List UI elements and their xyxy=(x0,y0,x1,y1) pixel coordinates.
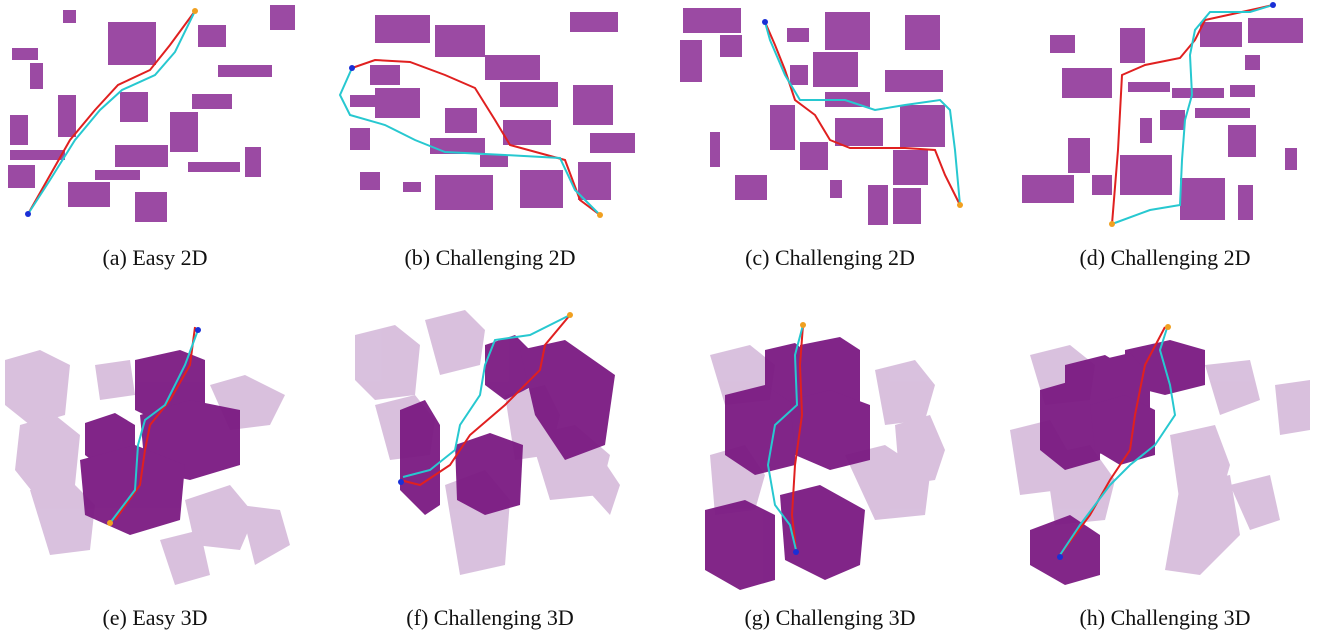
path-cyan xyxy=(338,67,601,216)
goal-point xyxy=(1165,324,1171,330)
start-point xyxy=(1057,554,1063,560)
panel-e-easy-3d xyxy=(0,305,310,590)
panel-f-scene xyxy=(355,310,620,575)
obstacles xyxy=(680,8,945,225)
start-point xyxy=(195,327,201,333)
caption-b: (b) Challenging 2D xyxy=(404,245,576,270)
caption-a: (a) Easy 2D xyxy=(102,245,208,270)
panel-g-challenging-3d xyxy=(700,305,1010,590)
panel-a-scene xyxy=(8,5,295,222)
panel-c-scene xyxy=(680,8,963,225)
obstacles xyxy=(350,12,635,210)
caption-h: (h) Challenging 3D xyxy=(1079,605,1251,630)
solid-obstacles xyxy=(400,335,615,515)
panel-h-scene xyxy=(1010,324,1310,585)
caption-f: (f) Challenging 3D xyxy=(406,605,574,630)
path-red xyxy=(399,314,571,487)
solid-obstacles xyxy=(80,350,240,535)
goal-point xyxy=(567,312,573,318)
path-cyan xyxy=(109,329,199,524)
goal-point xyxy=(107,520,113,526)
panel-f-challenging-3d xyxy=(345,305,655,590)
path-cyan xyxy=(27,10,196,215)
obstacles xyxy=(1022,18,1303,220)
path-cyan xyxy=(764,21,961,206)
goal-point xyxy=(957,202,963,208)
panel-a-easy-2d xyxy=(0,0,310,235)
path-red xyxy=(351,58,601,216)
path-cyan xyxy=(1059,324,1177,556)
caption-d: (d) Challenging 2D xyxy=(1079,245,1251,270)
panel-g-scene xyxy=(705,322,945,590)
path-cyan xyxy=(1111,4,1274,225)
panel-h-challenging-3d xyxy=(1010,305,1320,590)
caption-e: (e) Easy 3D xyxy=(102,605,208,630)
panel-d-challenging-2d xyxy=(1010,0,1320,235)
goal-point xyxy=(597,212,603,218)
ghost-obstacles xyxy=(5,350,290,585)
path-red xyxy=(1059,326,1166,556)
path-cyan xyxy=(402,314,571,478)
start-point xyxy=(398,479,404,485)
path-cyan xyxy=(766,324,804,551)
solid-obstacles xyxy=(1030,340,1205,585)
panel-b-scene xyxy=(338,12,635,218)
start-point xyxy=(793,549,799,555)
start-point xyxy=(1270,2,1276,8)
path-red xyxy=(764,21,961,206)
panel-d-scene xyxy=(1022,2,1303,227)
panel-c-challenging-2d xyxy=(675,0,985,235)
goal-point xyxy=(1109,221,1115,227)
path-red xyxy=(27,10,196,215)
obstacles xyxy=(8,5,295,222)
path-red xyxy=(114,326,196,521)
goal-point xyxy=(192,8,198,14)
panel-b-challenging-2d xyxy=(335,0,645,235)
start-point xyxy=(25,211,31,217)
path-red xyxy=(790,324,804,551)
start-point xyxy=(349,65,355,71)
panel-e-scene xyxy=(5,326,290,585)
start-point xyxy=(762,19,768,25)
caption-c: (c) Challenging 2D xyxy=(745,245,915,270)
solid-obstacles xyxy=(705,337,870,590)
caption-g: (g) Challenging 3D xyxy=(744,605,916,630)
goal-point xyxy=(800,322,806,328)
